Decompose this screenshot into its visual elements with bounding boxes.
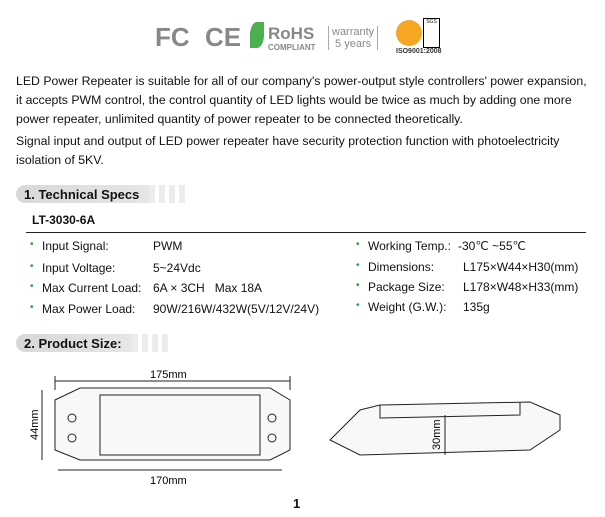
section-product-size: 2. Product Size: bbox=[16, 333, 172, 353]
sgs-badge: SGS bbox=[423, 18, 440, 48]
spec-row: •Dimensions:L175×W44×H30(mm) bbox=[356, 260, 579, 274]
spec-row: •Weight (G.W.):135g bbox=[356, 300, 490, 314]
spec-row: •Package Size:L178×W48×H33(mm) bbox=[356, 280, 579, 294]
section-technical-specs: 1. Technical Specs bbox=[16, 184, 190, 204]
iso-text: ISO9001:2008 bbox=[396, 48, 442, 55]
dim-length-top: 175mm bbox=[150, 369, 187, 381]
product-drawings: 175mm 170mm 44mm 30mm bbox=[29, 369, 561, 487]
dim-width: 44mm bbox=[29, 409, 41, 440]
section-title: 1. Technical Specs bbox=[16, 185, 150, 203]
warranty-years: 5 years bbox=[335, 38, 372, 50]
intro-paragraph-1: LED Power Repeater is suitable for all o… bbox=[16, 74, 587, 126]
warranty-text: warranty bbox=[332, 26, 375, 38]
leaf-icon bbox=[250, 22, 264, 48]
rohs-sub: COMPLIANT bbox=[268, 43, 316, 52]
ce-logo: CE bbox=[205, 22, 242, 52]
iso-badge-icon bbox=[396, 20, 422, 46]
spec-row: •Max Current Load:6A × 3CH Max 18A bbox=[30, 281, 263, 295]
divider bbox=[26, 232, 586, 233]
intro-paragraph-2: Signal input and output of LED power rep… bbox=[16, 134, 560, 167]
dim-length-bottom: 170mm bbox=[150, 475, 187, 487]
fc-logo: FC bbox=[155, 22, 190, 52]
spec-row: •Input Voltage:5~24Vdc bbox=[30, 261, 201, 275]
rohs-logo: RoHS bbox=[268, 24, 315, 43]
spec-row: •Max Power Load:90W/216W/432W(5V/12V/24V… bbox=[30, 302, 320, 316]
spec-row: •Working Temp.:-30℃ ~55℃ bbox=[356, 239, 526, 253]
dim-height: 30mm bbox=[431, 419, 443, 450]
spec-row: •Input Signal:PWM bbox=[30, 239, 183, 253]
section-title: 2. Product Size: bbox=[16, 334, 132, 352]
page-number: 1 bbox=[293, 496, 301, 511]
model-name: LT-3030-6A bbox=[32, 213, 96, 227]
